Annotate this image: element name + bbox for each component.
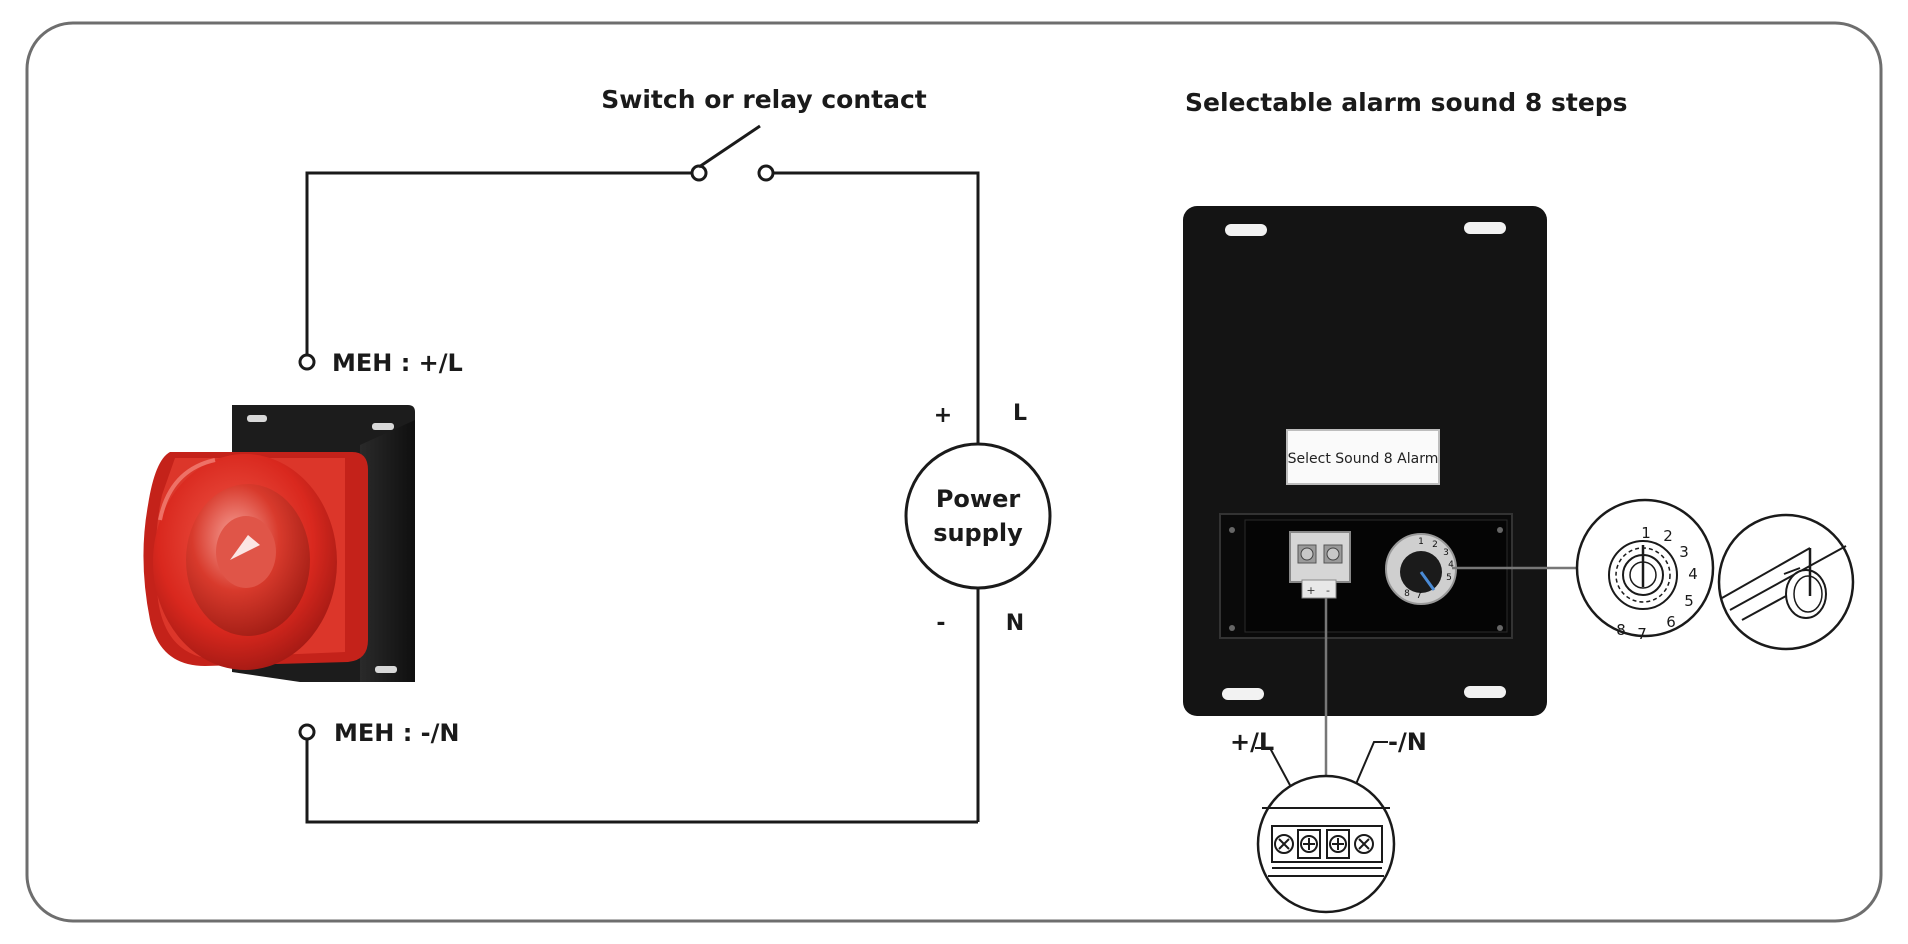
meh-negative-label: MEH : -/N xyxy=(334,719,459,747)
dial-step-6: 6 xyxy=(1666,613,1676,631)
terminal-minus-sign: - xyxy=(1326,584,1330,597)
wire-top-left xyxy=(305,171,693,356)
knob-side-zoom-circle xyxy=(1717,513,1855,651)
dial-step-2: 2 xyxy=(1663,527,1673,545)
meh-positive-label: MEH : +/L xyxy=(332,349,463,377)
power-N-label: N xyxy=(1006,611,1024,636)
dial-step-8: 8 xyxy=(1616,621,1626,639)
svg-text:5: 5 xyxy=(1446,573,1452,583)
panel-label-plate xyxy=(1286,429,1440,485)
switch-label: Switch or relay contact xyxy=(601,85,927,114)
svg-text:1: 1 xyxy=(1418,537,1424,547)
dial-step-4: 4 xyxy=(1688,565,1698,583)
terminal-plus-sign: + xyxy=(1306,584,1315,597)
dial-step-5: 5 xyxy=(1684,592,1694,610)
wire-bottom xyxy=(305,738,978,824)
dial-step-3: 3 xyxy=(1679,543,1689,561)
power-L-label: L xyxy=(1013,401,1027,426)
power-supply-line1: Power xyxy=(936,485,1021,513)
switch-contact-right xyxy=(757,164,775,182)
switch-contact-left xyxy=(690,164,708,182)
siren-device-image xyxy=(143,405,415,682)
power-plus-sign: + xyxy=(934,403,952,428)
svg-text:4: 4 xyxy=(1448,560,1454,570)
power-minus-sign: - xyxy=(936,611,945,636)
panel-label-text: Select Sound 8 Alarm xyxy=(1288,451,1439,467)
svg-text:2: 2 xyxy=(1432,540,1438,550)
terminal-zoom-circle xyxy=(1256,774,1396,914)
svg-text:7: 7 xyxy=(1416,591,1422,601)
circuit: Switch or relay contact MEH : +/L MEH : … xyxy=(298,85,1052,824)
switch-lever xyxy=(698,124,761,169)
mounting-panel-image: Select Sound 8 Alarm + - 1 2 3 4 5 8 7 xyxy=(1183,206,1547,716)
power-supply-circle xyxy=(904,442,1052,590)
dial-step-1: 1 xyxy=(1641,524,1651,542)
dial-step-7: 7 xyxy=(1637,625,1647,643)
meh-positive-terminal xyxy=(298,353,316,371)
power-supply-line2: supply xyxy=(933,519,1023,547)
svg-text:3: 3 xyxy=(1443,548,1449,558)
svg-text:8: 8 xyxy=(1404,589,1410,599)
meh-negative-terminal xyxy=(298,723,316,741)
alarm-title: Selectable alarm sound 8 steps xyxy=(1185,88,1628,117)
terminal-negative-label: -/N xyxy=(1388,728,1427,756)
wire-top-right xyxy=(772,171,980,444)
dial-zoom-circle: 1 2 3 4 5 6 7 8 xyxy=(1575,498,1715,643)
terminal-positive-label: +/L xyxy=(1230,728,1274,756)
